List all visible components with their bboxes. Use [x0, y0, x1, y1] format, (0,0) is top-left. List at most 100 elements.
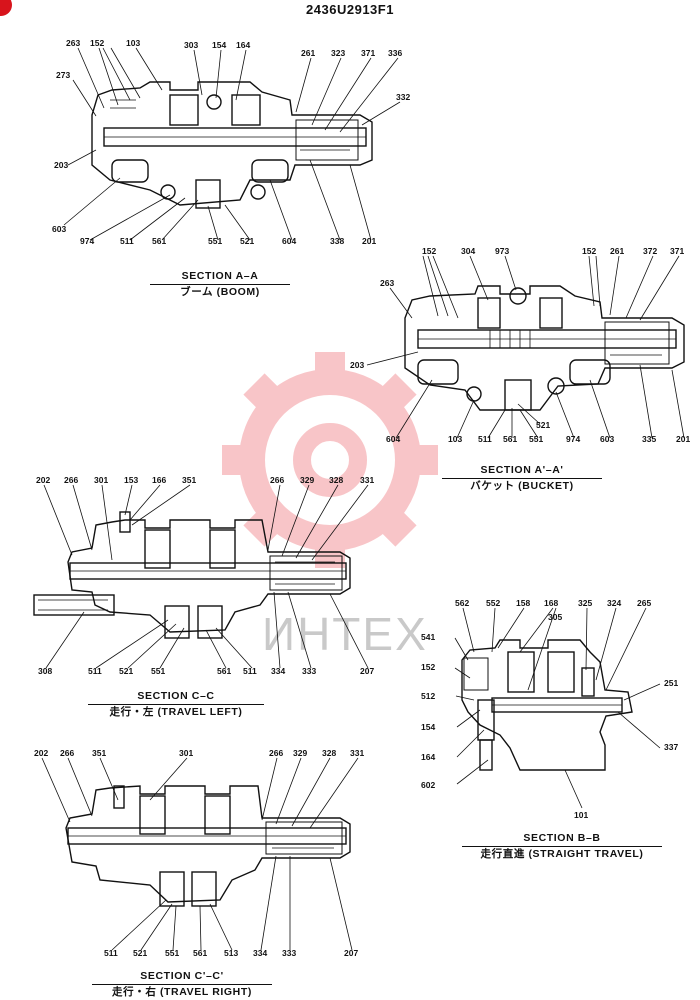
part-label: 604 [386, 434, 400, 444]
part-label: 305 [548, 612, 562, 622]
part-label: 158 [516, 598, 530, 608]
part-label: 512 [421, 691, 435, 701]
part-label: 552 [486, 598, 500, 608]
part-label: 561 [503, 434, 517, 444]
part-label: 335 [642, 434, 656, 444]
part-label: 261 [610, 246, 624, 256]
watermark-text: ИНТЕХ [262, 608, 428, 660]
part-label: 266 [269, 748, 283, 758]
part-label: 337 [664, 742, 678, 752]
section-aa-drawing [91, 81, 373, 209]
part-label: 541 [421, 632, 435, 642]
part-label: 973 [495, 246, 509, 256]
part-label: 332 [396, 92, 410, 102]
part-label: 974 [566, 434, 580, 444]
section-cc-drawing [33, 511, 351, 639]
section-bb-drawing [461, 639, 633, 771]
part-label: 266 [60, 748, 74, 758]
part-label: 333 [282, 948, 296, 958]
part-label: 602 [421, 780, 435, 790]
section-bb-caption: SECTION B–B 走行直進 (STRAIGHT TRAVEL) [462, 832, 662, 861]
section-c2-caption: SECTION C'–C' 走行・右 (TRAVEL RIGHT) [92, 970, 272, 999]
section-aa-labels: 263 152 103 303 154 164 261 323 371 336 … [52, 38, 410, 246]
part-label: 561 [217, 666, 231, 676]
part-label: 328 [322, 748, 336, 758]
part-label: 308 [38, 666, 52, 676]
section-a2-caption: SECTION A'–A' バケット (BUCKET) [442, 464, 602, 493]
part-label: 521 [240, 236, 254, 246]
part-label: 372 [643, 246, 657, 256]
part-label: 154 [421, 722, 435, 732]
part-label: 551 [529, 434, 543, 444]
part-label: 334 [253, 948, 267, 958]
part-label: 166 [152, 475, 166, 485]
section-title: SECTION B–B [462, 832, 662, 847]
section-subtitle: 走行・右 (TRAVEL RIGHT) [112, 986, 252, 998]
part-label: 324 [607, 598, 621, 608]
section-cc-caption: SECTION C–C 走行・左 (TRAVEL LEFT) [88, 690, 264, 719]
corner-mark [0, 0, 12, 16]
part-label: 266 [270, 475, 284, 485]
part-label: 521 [133, 948, 147, 958]
part-label: 604 [282, 236, 296, 246]
section-c2-labels: 202 266 351 301 266 329 328 331 511 521 … [34, 748, 364, 958]
part-label: 521 [536, 420, 550, 430]
part-label: 164 [236, 40, 250, 50]
part-label: 201 [362, 236, 376, 246]
part-label: 521 [119, 666, 133, 676]
part-label: 561 [193, 948, 207, 958]
part-label: 351 [182, 475, 196, 485]
part-label: 265 [637, 598, 651, 608]
part-label: 207 [360, 666, 374, 676]
part-label: 203 [54, 160, 68, 170]
section-aa-caption: SECTION A–A ブーム (BOOM) [150, 270, 290, 299]
part-label: 328 [329, 475, 343, 485]
part-label: 152 [421, 662, 435, 672]
part-label: 551 [165, 948, 179, 958]
part-label: 304 [461, 246, 475, 256]
part-label: 562 [455, 598, 469, 608]
part-label: 513 [224, 948, 238, 958]
part-label: 325 [578, 598, 592, 608]
part-label: 101 [574, 810, 588, 820]
part-label: 334 [271, 666, 285, 676]
part-label: 331 [350, 748, 364, 758]
document-number: 2436U2913F1 [306, 2, 394, 17]
section-c2-drawing [65, 785, 351, 907]
part-label: 511 [88, 666, 102, 676]
part-label: 266 [64, 475, 78, 485]
part-label: 511 [478, 434, 492, 444]
part-label: 103 [448, 434, 462, 444]
part-label: 338 [330, 236, 344, 246]
part-label: 251 [664, 678, 678, 688]
part-label: 561 [152, 236, 166, 246]
part-label: 323 [331, 48, 345, 58]
section-title: SECTION A–A [150, 270, 290, 285]
part-label: 336 [388, 48, 402, 58]
section-cc-labels: 202 266 301 153 166 351 266 329 328 331 … [36, 475, 374, 676]
part-label: 152 [422, 246, 436, 256]
watermark-gear-icon [222, 352, 438, 568]
part-label: 371 [670, 246, 684, 256]
part-label: 152 [582, 246, 596, 256]
part-label: 603 [600, 434, 614, 444]
part-label: 303 [184, 40, 198, 50]
section-title: SECTION C'–C' [92, 970, 272, 985]
part-label: 168 [544, 598, 558, 608]
part-label: 329 [300, 475, 314, 485]
part-label: 202 [34, 748, 48, 758]
part-label: 603 [52, 224, 66, 234]
part-label: 153 [124, 475, 138, 485]
leader-lines [41, 47, 685, 951]
part-label: 329 [293, 748, 307, 758]
part-label: 301 [179, 748, 193, 758]
part-label: 103 [126, 38, 140, 48]
part-label: 152 [90, 38, 104, 48]
part-label: 331 [360, 475, 374, 485]
part-label: 273 [56, 70, 70, 80]
part-label: 974 [80, 236, 94, 246]
part-label: 301 [94, 475, 108, 485]
section-subtitle: バケット (BUCKET) [470, 480, 574, 492]
part-label: 551 [208, 236, 222, 246]
